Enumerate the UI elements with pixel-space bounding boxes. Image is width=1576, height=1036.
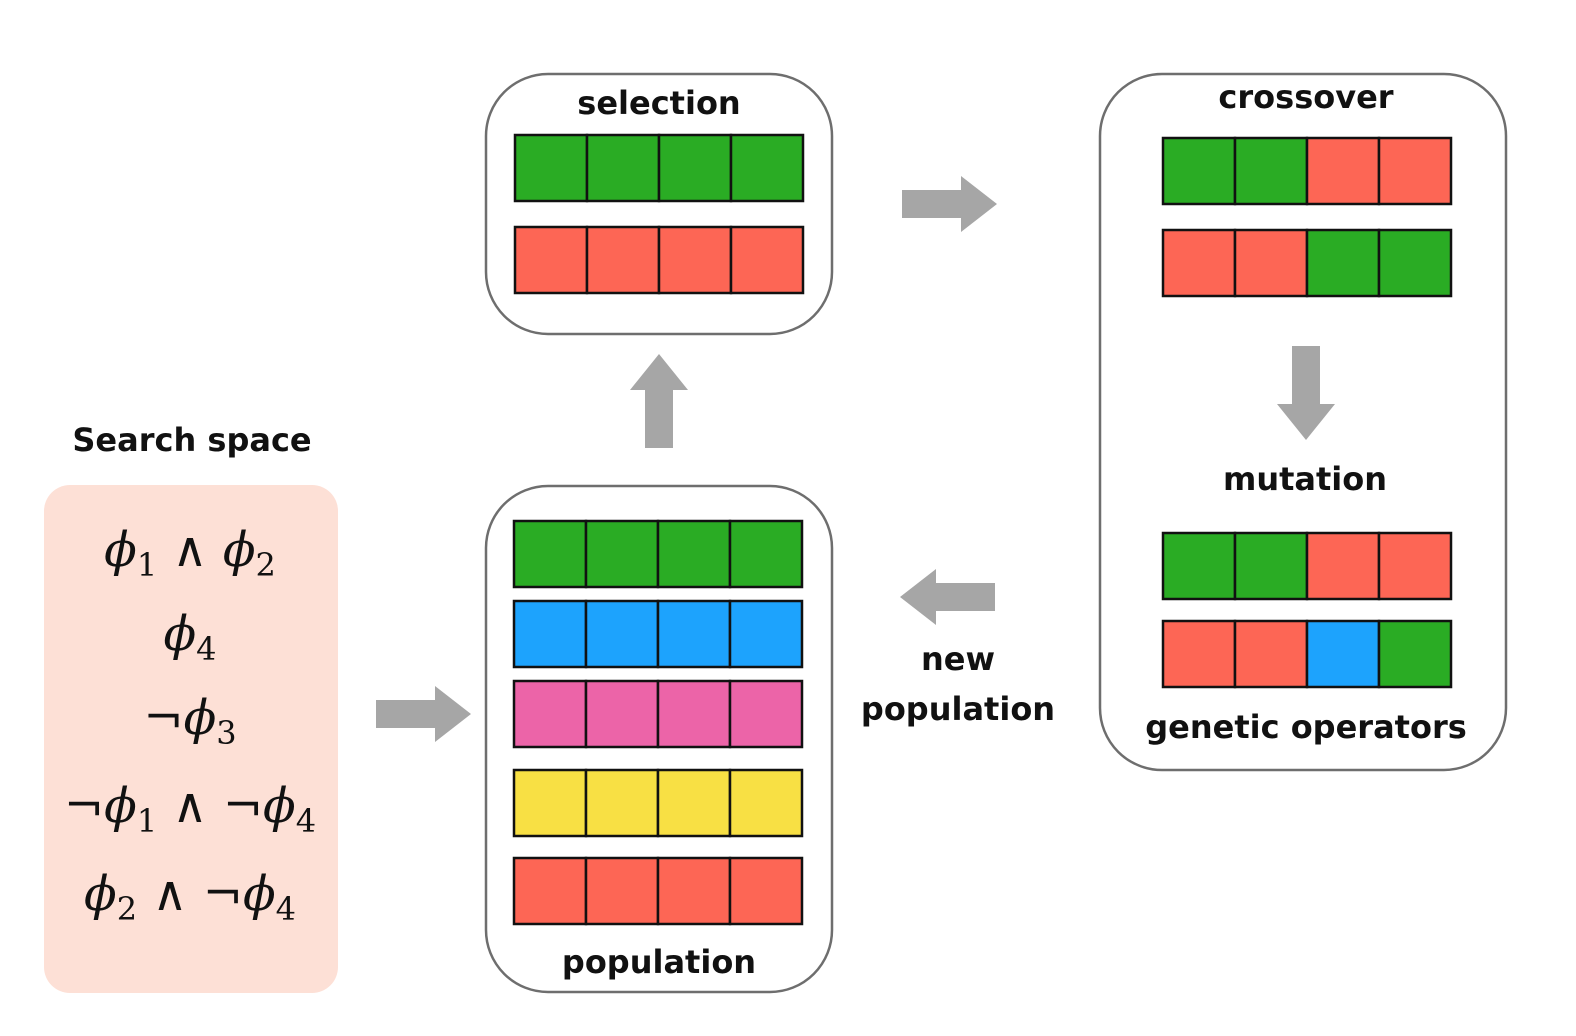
- new-population-label-line1: new: [921, 640, 995, 678]
- gene-cell-red: [657, 225, 733, 295]
- population-chromosome: [512, 768, 804, 838]
- gene-cell-blue: [656, 599, 732, 669]
- gene-cell-red: [1377, 136, 1453, 206]
- gene-cell-yellow: [512, 768, 588, 838]
- gene-cell-yellow: [728, 768, 804, 838]
- gene-cell-red: [584, 856, 660, 926]
- gene-cell-red: [1233, 619, 1309, 689]
- population-chromosome: [512, 679, 804, 749]
- crossover-chromosomes: [1161, 136, 1453, 298]
- gene-cell-green: [1377, 619, 1453, 689]
- gene-cell-red: [728, 856, 804, 926]
- gene-cell-red: [513, 225, 589, 295]
- search-space-formula: ϕ1 ∧ ϕ2: [104, 522, 276, 584]
- gene-cell-green: [513, 133, 589, 203]
- arrow-down-to-mutation-icon: [1277, 346, 1335, 440]
- selection-chromosomes: [513, 133, 805, 295]
- gene-cell-green: [512, 519, 588, 589]
- search-space-formula: ϕ2 ∧ ¬ϕ4: [84, 866, 296, 928]
- population-chromosome: [512, 856, 804, 926]
- gene-cell-green: [1377, 228, 1453, 298]
- gene-cell-pink: [584, 679, 660, 749]
- mutation-chromosome: [1161, 619, 1453, 689]
- search-space-panel: Search space ϕ1 ∧ ϕ2 ϕ4 ¬ϕ3 ¬ϕ1 ∧ ¬ϕ4 ϕ2 ∧ ¬…: [44, 421, 338, 993]
- gene-cell-red: [1233, 228, 1309, 298]
- mutation-chromosome: [1161, 531, 1453, 601]
- gene-cell-green: [729, 133, 805, 203]
- selection-label: selection: [577, 84, 740, 122]
- gene-cell-red: [512, 856, 588, 926]
- population-label: population: [562, 943, 756, 981]
- search-space-formula: ¬ϕ3: [143, 690, 236, 752]
- gene-cell-green: [1161, 136, 1237, 206]
- gene-cell-green: [1161, 531, 1237, 601]
- gene-cell-red: [1377, 531, 1453, 601]
- gene-cell-red: [1161, 619, 1237, 689]
- crossover-chromosome: [1161, 228, 1453, 298]
- formula-list: ϕ1 ∧ ϕ2 ϕ4 ¬ϕ3 ¬ϕ1 ∧ ¬ϕ4 ϕ2 ∧ ¬ϕ4: [64, 522, 316, 928]
- gene-cell-red: [1161, 228, 1237, 298]
- arrow-up-to-selection-icon: [630, 354, 688, 448]
- gene-cell-green: [728, 519, 804, 589]
- mutation-chromosomes: [1161, 531, 1453, 689]
- genetic-operators-label: genetic operators: [1145, 708, 1467, 746]
- gene-cell-pink: [512, 679, 588, 749]
- gene-cell-blue: [584, 599, 660, 669]
- gene-cell-green: [657, 133, 733, 203]
- gene-cell-blue: [512, 599, 588, 669]
- search-space-formula: ¬ϕ1 ∧ ¬ϕ4: [64, 778, 316, 840]
- gene-cell-green: [1305, 228, 1381, 298]
- mutation-label: mutation: [1223, 460, 1387, 498]
- selection-chromosome: [513, 225, 805, 295]
- gene-cell-red: [1305, 531, 1381, 601]
- search-space-background: [44, 485, 338, 993]
- gene-cell-blue: [1305, 619, 1381, 689]
- gene-cell-blue: [728, 599, 804, 669]
- search-space-title: Search space: [72, 421, 311, 459]
- gene-cell-yellow: [584, 768, 660, 838]
- gene-cell-red: [585, 225, 661, 295]
- arrow-right-to-crossover-icon: [902, 176, 997, 232]
- gene-cell-green: [585, 133, 661, 203]
- gene-cell-red: [729, 225, 805, 295]
- gene-cell-green: [584, 519, 660, 589]
- selection-chromosome: [513, 133, 805, 203]
- gene-cell-green: [1233, 136, 1309, 206]
- population-box: population: [484, 484, 834, 994]
- gene-cell-red: [656, 856, 732, 926]
- crossover-label: crossover: [1218, 78, 1393, 116]
- gene-cell-pink: [656, 679, 732, 749]
- gene-cell-yellow: [656, 768, 732, 838]
- search-space-formula: ϕ4: [163, 606, 216, 668]
- crossover-chromosome: [1161, 136, 1453, 206]
- arrow-right-to-population-icon: [376, 686, 471, 742]
- population-chromosomes: [512, 519, 804, 926]
- gene-cell-pink: [728, 679, 804, 749]
- gene-cell-green: [656, 519, 732, 589]
- selection-box: selection: [484, 72, 834, 336]
- population-chromosome: [512, 519, 804, 589]
- arrow-left-new-population-icon: [900, 569, 995, 625]
- population-chromosome: [512, 599, 804, 669]
- gene-cell-green: [1233, 531, 1309, 601]
- gene-cell-red: [1305, 136, 1381, 206]
- new-population-label-line2: population: [861, 690, 1055, 728]
